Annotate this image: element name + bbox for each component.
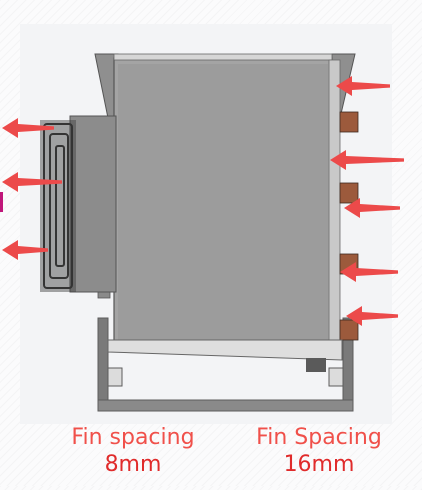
fan-guard <box>40 120 76 292</box>
fin-spacing-left-label: Fin spacing 8mm <box>58 426 208 476</box>
body-top-rim <box>113 53 333 61</box>
coil-header <box>328 59 341 351</box>
airflow-out-arrow <box>2 118 54 138</box>
pipe-2 <box>339 182 359 204</box>
airflow-out-arrows <box>2 118 62 260</box>
fin-spacing-right-label: Fin Spacing 16mm <box>244 426 394 476</box>
airflow-in-arrows <box>330 76 404 326</box>
fin-spacing-right-value: 16mm <box>283 452 355 478</box>
airflow-in-arrow <box>346 306 398 326</box>
body-inner-shade <box>118 64 328 340</box>
fin-spacing-left-title: Fin spacing <box>71 425 195 450</box>
airflow-in-arrow <box>330 150 404 170</box>
frame-bracket-left <box>107 367 123 387</box>
fan-guard-ring-3 <box>55 145 65 267</box>
airflow-out-arrow <box>2 240 48 260</box>
base-frame <box>97 317 354 412</box>
fan-housing <box>69 115 117 293</box>
pipe-4 <box>339 319 359 341</box>
airflow-out-arrow <box>2 172 62 192</box>
frame-bottom-rail <box>97 399 354 412</box>
fin-spacing-left-value: 8mm <box>104 452 162 478</box>
airflow-in-arrow <box>344 198 400 218</box>
fan-guard-ring-2 <box>49 133 69 279</box>
frame-left-leg <box>97 317 109 411</box>
pipe-1 <box>339 111 359 133</box>
drain-fitting <box>306 358 326 372</box>
fin-spacing-right-title: Fin Spacing <box>256 425 382 450</box>
frame-bracket-right <box>328 367 344 387</box>
airflow-in-arrow <box>340 262 398 282</box>
airflow-in-arrow <box>336 76 390 96</box>
edge-accent <box>0 192 3 212</box>
bottom-tray <box>107 339 343 361</box>
fan-guard-rings <box>43 123 73 289</box>
fan-guard-ring-1 <box>43 123 73 289</box>
